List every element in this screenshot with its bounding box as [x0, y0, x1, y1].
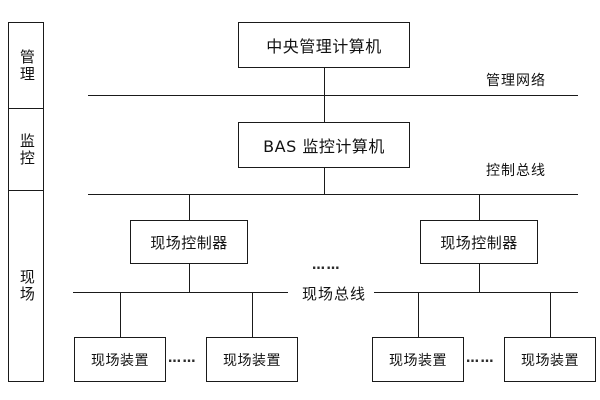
- bus-label-fieldbus: 现场总线: [298, 283, 371, 304]
- node-field-device-4[interactable]: 现场装置: [504, 337, 596, 382]
- stage-cell-management: 管理: [9, 23, 43, 109]
- bus-control: [88, 194, 578, 195]
- bus-fieldbus-right-segment: [374, 292, 578, 293]
- connector-control-bus-to-controller-left: [189, 194, 190, 220]
- ellipsis-between-controllers: ……: [312, 258, 341, 273]
- stage-label-monitoring: 监控: [17, 132, 36, 167]
- connector-fieldbus-to-device-3: [418, 292, 419, 337]
- node-field-controller-right[interactable]: 现场控制器: [420, 220, 538, 264]
- connector-control-bus-to-controller-right: [479, 194, 480, 220]
- node-field-device-3[interactable]: 现场装置: [372, 337, 464, 382]
- bus-label-management-network: 管理网络: [486, 73, 546, 89]
- connector-management-network-to-bas: [324, 95, 325, 122]
- bus-management-network: [88, 95, 578, 96]
- bus-fieldbus-left-segment: [73, 292, 288, 293]
- connector-bas-to-control-bus: [324, 168, 325, 194]
- connector-controller-left-to-fieldbus: [189, 264, 190, 292]
- connector-fieldbus-to-device-4: [550, 292, 551, 337]
- node-field-controller-left[interactable]: 现场控制器: [130, 220, 248, 264]
- connector-fieldbus-to-device-2: [252, 292, 253, 337]
- node-central-management-computer[interactable]: 中央管理计算机: [238, 22, 410, 68]
- stage-cell-monitoring: 监控: [9, 109, 43, 191]
- node-bas-monitoring-computer[interactable]: BAS 监控计算机: [238, 122, 410, 168]
- node-field-device-2[interactable]: 现场装置: [206, 337, 298, 382]
- stage-label-field: 现场: [17, 269, 36, 303]
- stage-column: 管理 监控 现场: [8, 22, 44, 382]
- ellipsis-between-devices-right: ……: [466, 351, 495, 366]
- stage-label-management: 管理: [17, 48, 36, 83]
- bus-label-control: 控制总线: [486, 163, 546, 179]
- connector-controller-right-to-fieldbus: [479, 264, 480, 292]
- connector-central-to-management-network: [324, 68, 325, 95]
- stage-cell-field: 现场: [9, 191, 43, 381]
- connector-fieldbus-to-device-1: [120, 292, 121, 337]
- ellipsis-between-devices-left: ……: [168, 351, 197, 366]
- node-field-device-1[interactable]: 现场装置: [74, 337, 166, 382]
